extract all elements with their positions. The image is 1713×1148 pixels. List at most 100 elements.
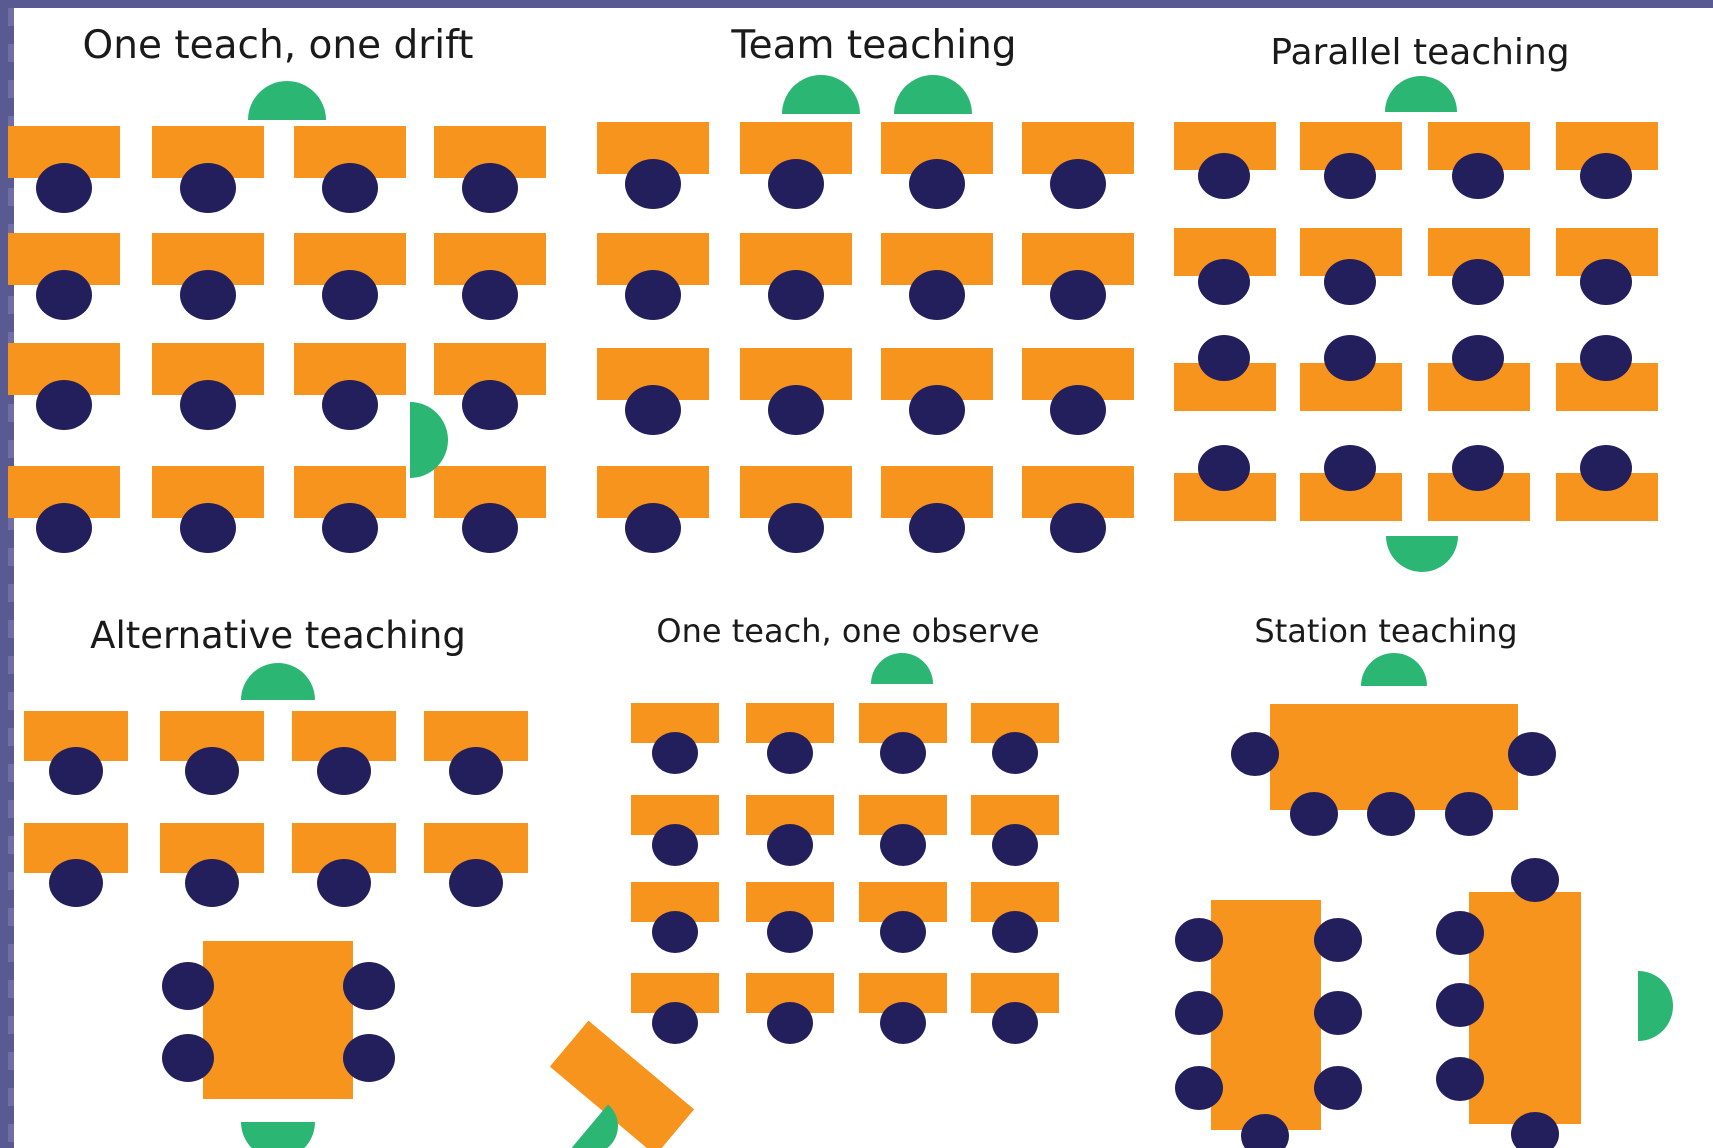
- student: [768, 159, 824, 209]
- title-team-teaching: Team teaching: [730, 23, 1016, 68]
- student: [322, 270, 378, 320]
- student: [880, 911, 926, 953]
- student: [1198, 335, 1250, 381]
- student: [1314, 991, 1362, 1035]
- teacher: [871, 653, 933, 684]
- student: [909, 385, 965, 435]
- student: [1198, 153, 1250, 199]
- student: [1452, 335, 1504, 381]
- teacher: [1386, 536, 1458, 572]
- student: [1580, 445, 1632, 491]
- student: [462, 503, 518, 553]
- student: [1290, 792, 1338, 836]
- student: [1198, 259, 1250, 305]
- student: [462, 270, 518, 320]
- student: [1314, 918, 1362, 962]
- student: [1436, 983, 1484, 1027]
- student: [1511, 858, 1559, 902]
- student: [1452, 259, 1504, 305]
- student: [343, 962, 395, 1010]
- student: [343, 1034, 395, 1082]
- student: [449, 859, 503, 907]
- teacher: [1638, 971, 1673, 1041]
- student: [180, 270, 236, 320]
- student: [36, 270, 92, 320]
- student: [36, 503, 92, 553]
- student: [462, 380, 518, 430]
- teacher: [572, 1104, 618, 1148]
- teacher: [410, 402, 448, 478]
- student: [880, 732, 926, 774]
- student: [1050, 385, 1106, 435]
- student: [1175, 991, 1223, 1035]
- student: [652, 1002, 698, 1044]
- teacher: [248, 81, 326, 120]
- student: [768, 503, 824, 553]
- student: [180, 380, 236, 430]
- student: [992, 911, 1038, 953]
- teachers-layer: [241, 75, 1673, 1148]
- student: [767, 1002, 813, 1044]
- student: [1324, 153, 1376, 199]
- student: [317, 859, 371, 907]
- student: [1314, 1066, 1362, 1110]
- student: [1175, 918, 1223, 962]
- teacher: [782, 75, 860, 114]
- diagram-canvas: One teach, one drift Team teaching Paral…: [8, 8, 1713, 1148]
- teacher: [241, 1122, 315, 1148]
- student: [625, 385, 681, 435]
- student: [625, 270, 681, 320]
- student: [992, 1002, 1038, 1044]
- student: [909, 503, 965, 553]
- student: [180, 163, 236, 213]
- title-one-teach-one-drift: One teach, one drift: [83, 23, 474, 68]
- student: [1580, 259, 1632, 305]
- student: [162, 1034, 214, 1082]
- title-parallel-teaching: Parallel teaching: [1270, 32, 1569, 73]
- student: [1436, 1057, 1484, 1101]
- student: [652, 911, 698, 953]
- student: [49, 859, 103, 907]
- title-alternative-teaching: Alternative teaching: [90, 614, 466, 657]
- student: [909, 159, 965, 209]
- student: [625, 159, 681, 209]
- student: [36, 380, 92, 430]
- desk: [1469, 892, 1581, 1124]
- student: [49, 747, 103, 795]
- student: [880, 824, 926, 866]
- student: [1508, 732, 1556, 776]
- student: [1241, 1114, 1289, 1148]
- student: [462, 163, 518, 213]
- student: [1198, 445, 1250, 491]
- student: [1580, 335, 1632, 381]
- student: [162, 962, 214, 1010]
- student: [322, 163, 378, 213]
- student: [1324, 445, 1376, 491]
- student: [1367, 792, 1415, 836]
- student: [36, 163, 92, 213]
- student: [322, 503, 378, 553]
- student: [652, 732, 698, 774]
- student: [767, 824, 813, 866]
- student: [185, 859, 239, 907]
- student: [317, 747, 371, 795]
- student: [625, 503, 681, 553]
- desk: [549, 1020, 695, 1148]
- teacher: [241, 663, 315, 700]
- student: [1511, 1112, 1559, 1148]
- student: [1452, 445, 1504, 491]
- student: [180, 503, 236, 553]
- title-one-teach-one-observe: One teach, one observe: [656, 612, 1039, 650]
- student: [767, 911, 813, 953]
- student: [1445, 792, 1493, 836]
- student: [992, 732, 1038, 774]
- student: [1050, 159, 1106, 209]
- student: [1324, 335, 1376, 381]
- student: [1231, 732, 1279, 776]
- student: [767, 732, 813, 774]
- student: [449, 747, 503, 795]
- student: [880, 1002, 926, 1044]
- teacher: [1385, 76, 1457, 112]
- students-layer: [36, 153, 1632, 1148]
- desk: [203, 941, 353, 1099]
